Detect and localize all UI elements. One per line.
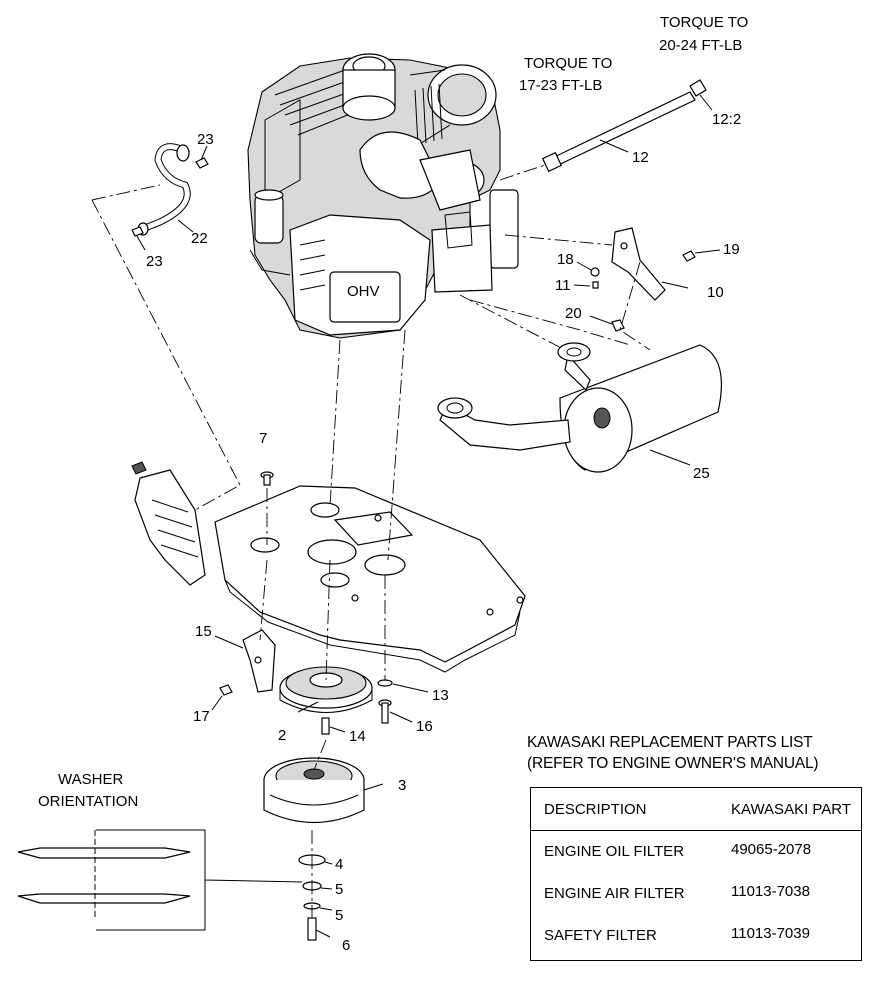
callout-5: 5 xyxy=(335,881,343,898)
callout-18: 18 xyxy=(557,251,574,268)
fuel-hose-assembly xyxy=(131,143,209,251)
torque-notes: TORQUE TO 17-23 FT-LB TORQUE TO 20-24 FT… xyxy=(38,14,748,810)
callout-6: 6 xyxy=(342,937,350,954)
row-description: ENGINE OIL FILTER xyxy=(544,843,685,860)
muffler xyxy=(437,342,723,473)
callout-20: 20 xyxy=(565,305,582,322)
callout-7: 7 xyxy=(259,430,267,447)
callout-22: 22 xyxy=(191,230,208,247)
torque-note-value: 17-23 FT-LB xyxy=(519,77,602,94)
callout-5: 5 xyxy=(335,907,343,924)
callout-11: 11 xyxy=(555,277,571,294)
muffler-bracket xyxy=(573,227,721,332)
callout-23: 23 xyxy=(197,131,214,148)
callout-19: 19 xyxy=(723,241,740,258)
callout-12: 12 xyxy=(632,149,649,166)
torque-note-line: TORQUE TO xyxy=(524,55,612,72)
oil-drain-tube xyxy=(541,79,713,173)
torque-note-value: 20-24 FT-LB xyxy=(659,37,742,54)
callout-4: 4 xyxy=(335,856,343,873)
row-description: ENGINE AIR FILTER xyxy=(544,885,685,902)
callout-labels: 2 3 4 5 5 6 7 10 11 12 12:2 13 14 15 16 … xyxy=(146,111,741,954)
torque-note-line: TORQUE TO xyxy=(660,14,748,31)
callout-13: 13 xyxy=(432,687,449,704)
idler-bracket xyxy=(211,629,276,711)
clutch-washer-stack xyxy=(298,854,333,941)
header-description: DESCRIPTION xyxy=(544,801,647,818)
callout-16: 16 xyxy=(416,718,433,735)
parts-list-title: KAWASAKI REPLACEMENT PARTS LIST xyxy=(527,734,813,751)
row-description: SAFETY FILTER xyxy=(544,927,657,944)
parts-table: DESCRIPTION KAWASAKI PART ENGINE OIL FIL… xyxy=(530,787,862,961)
row-part-number: 11013-7038 xyxy=(731,883,810,900)
row-part-number: 11013-7039 xyxy=(731,925,810,942)
engine-deck-plate xyxy=(214,485,526,673)
washer-orientation-label: ORIENTATION xyxy=(38,793,138,810)
parts-table-header: DESCRIPTION KAWASAKI PART xyxy=(531,788,861,831)
callout-23: 23 xyxy=(146,253,163,270)
table-row: ENGINE OIL FILTER 49065-2078 xyxy=(531,831,861,873)
row-part-number: 49065-2078 xyxy=(731,841,812,858)
callout-25: 25 xyxy=(693,465,710,482)
engine-illustration: OHV xyxy=(247,53,519,339)
table-row: SAFETY FILTER 11013-7039 xyxy=(531,915,861,957)
callout-3: 3 xyxy=(398,777,406,794)
key xyxy=(321,717,346,735)
belt-guard xyxy=(131,461,206,586)
callout-12-2: 12:2 xyxy=(712,111,741,128)
table-row: ENGINE AIR FILTER 11013-7038 xyxy=(531,873,861,915)
deck-hardware xyxy=(297,679,429,724)
callout-10: 10 xyxy=(707,284,724,301)
washer-orientation-detail xyxy=(17,829,303,931)
ohv-mark: OHV xyxy=(347,283,380,300)
pto-clutch xyxy=(263,757,384,823)
parts-list-subtitle: (REFER TO ENGINE OWNER'S MANUAL) xyxy=(527,755,819,772)
callout-14: 14 xyxy=(349,728,366,745)
assembly-center-lines xyxy=(91,164,651,918)
callout-17: 17 xyxy=(193,708,210,725)
header-kawasaki-part: KAWASAKI PART xyxy=(731,801,852,818)
parts-list: KAWASAKI REPLACEMENT PARTS LIST (REFER T… xyxy=(527,732,867,961)
washer-orientation-label: WASHER xyxy=(58,771,123,788)
callout-15: 15 xyxy=(195,623,212,640)
pin xyxy=(260,471,274,486)
callout-2: 2 xyxy=(278,727,286,744)
